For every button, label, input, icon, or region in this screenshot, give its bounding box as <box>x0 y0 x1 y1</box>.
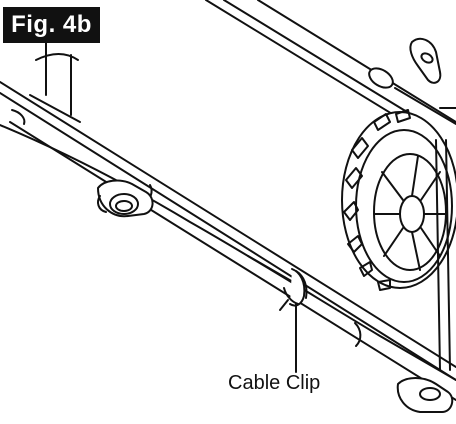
left-knob <box>97 179 154 218</box>
upper-handle-tube <box>205 0 456 132</box>
top-knob <box>409 37 442 84</box>
bottom-knob <box>396 377 454 413</box>
handle-tube <box>0 81 456 401</box>
wheel <box>341 109 456 291</box>
figure-label: Fig. 4b <box>3 7 100 43</box>
left-struts <box>35 42 79 116</box>
frame-bar <box>435 107 456 371</box>
cable-clip-callout: Cable Clip <box>228 372 321 394</box>
